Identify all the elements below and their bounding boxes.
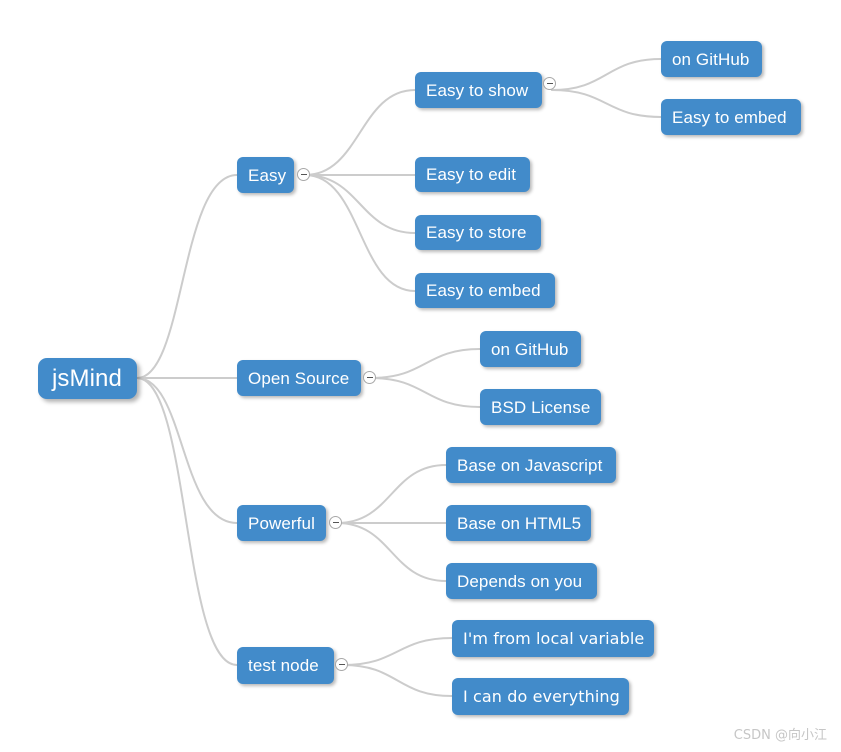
edge-easy-to-show-to-on-github-1 bbox=[551, 58, 662, 91]
node-powerful-label: Powerful bbox=[248, 513, 315, 533]
edge-test-node-to-im-from-local-variable bbox=[342, 637, 453, 666]
node-on-github-2[interactable]: on GitHub bbox=[480, 331, 581, 367]
node-base-on-html5-label: Base on HTML5 bbox=[457, 513, 582, 533]
node-base-on-html5[interactable]: Base on HTML5 bbox=[446, 505, 591, 541]
node-test-node-label: test node bbox=[248, 656, 319, 675]
expander-toggle-open-source[interactable] bbox=[363, 371, 376, 384]
node-test-node[interactable]: test node bbox=[237, 647, 334, 684]
node-bsd-license-label: BSD License bbox=[491, 397, 591, 417]
edge-easy-to-easy-to-show bbox=[304, 89, 416, 176]
edge-easy-to-show-to-easy-to-embed-child bbox=[551, 89, 662, 118]
node-easy-to-embed[interactable]: Easy to embed bbox=[415, 273, 555, 308]
node-easy-to-store-label: Easy to store bbox=[426, 223, 527, 242]
expander-toggle-powerful[interactable] bbox=[329, 516, 342, 529]
node-easy-to-embed-child-label: Easy to embed bbox=[672, 107, 787, 127]
node-bsd-license[interactable]: BSD License bbox=[480, 389, 601, 425]
edge-powerful-to-depends-on-you bbox=[336, 522, 447, 582]
node-depends-on-you[interactable]: Depends on you bbox=[446, 563, 597, 599]
watermark: CSDN @向小江 bbox=[733, 728, 827, 743]
node-base-on-javascript[interactable]: Base on Javascript bbox=[446, 447, 616, 483]
node-on-github-1[interactable]: on GitHub bbox=[661, 41, 762, 77]
edge-test-node-to-i-can-do-everything bbox=[342, 664, 453, 697]
node-root[interactable]: jsMind bbox=[38, 358, 137, 399]
node-easy-to-show-label: Easy to show bbox=[426, 80, 529, 100]
edge-easy-to-easy-to-store bbox=[304, 174, 416, 234]
node-base-on-javascript-label: Base on Javascript bbox=[457, 455, 603, 475]
node-easy-to-show[interactable]: Easy to show bbox=[415, 72, 542, 108]
node-on-github-2-label: on GitHub bbox=[491, 339, 569, 359]
node-easy-to-embed-child[interactable]: Easy to embed bbox=[661, 99, 801, 135]
node-easy-to-store[interactable]: Easy to store bbox=[415, 215, 541, 250]
node-easy-to-edit[interactable]: Easy to edit bbox=[415, 157, 530, 192]
node-on-github-1-label: on GitHub bbox=[672, 49, 750, 69]
node-easy-label: Easy bbox=[248, 165, 287, 185]
edge-powerful-to-base-on-javascript bbox=[336, 464, 447, 524]
node-open-source-label: Open Source bbox=[248, 368, 350, 388]
edge-root-to-test-node bbox=[136, 377, 238, 666]
node-easy[interactable]: Easy bbox=[237, 157, 294, 193]
node-im-from-local-variable[interactable]: I'm from local variable bbox=[452, 620, 654, 657]
node-open-source[interactable]: Open Source bbox=[237, 360, 361, 396]
node-easy-to-embed-label: Easy to embed bbox=[426, 281, 541, 300]
expander-toggle-easy-to-show[interactable] bbox=[543, 77, 556, 90]
expander-toggle-easy[interactable] bbox=[297, 168, 310, 181]
node-easy-to-edit-label: Easy to edit bbox=[426, 165, 517, 184]
node-powerful[interactable]: Powerful bbox=[237, 505, 326, 541]
edge-open-source-to-bsd-license bbox=[370, 377, 481, 408]
edge-root-to-easy bbox=[136, 174, 238, 379]
node-depends-on-you-label: Depends on you bbox=[457, 571, 583, 591]
node-i-can-do-everything-label: I can do everything bbox=[463, 686, 620, 706]
node-im-from-local-variable-label: I'm from local variable bbox=[463, 628, 645, 648]
node-root-label: jsMind bbox=[52, 364, 122, 392]
edge-easy-to-easy-to-embed bbox=[304, 174, 416, 292]
edge-root-to-powerful bbox=[136, 377, 238, 524]
node-i-can-do-everything[interactable]: I can do everything bbox=[452, 678, 629, 715]
expander-toggle-test-node[interactable] bbox=[335, 658, 348, 671]
edge-open-source-to-on-github-2 bbox=[370, 348, 481, 379]
